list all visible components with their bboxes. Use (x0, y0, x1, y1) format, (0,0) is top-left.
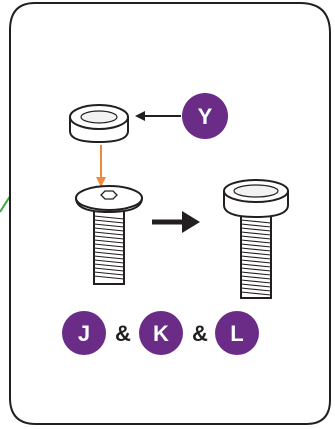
separator-2: & (192, 321, 208, 346)
arrow-right-icon (152, 211, 200, 233)
callout-badge-y: Y (182, 93, 228, 139)
callout-label: Y (198, 104, 213, 129)
part-label-k: K (153, 321, 169, 346)
part-badge-j: J (62, 311, 106, 355)
part-label-l: L (230, 321, 243, 346)
separator-1: & (115, 321, 131, 346)
part-label-j: J (78, 321, 90, 346)
part-badge-k: K (139, 311, 183, 355)
part-badge-l: L (215, 311, 259, 355)
cap-sleeve-icon (69, 104, 129, 144)
screw-capped-icon (223, 179, 289, 299)
screw-socket-head-icon (74, 185, 144, 285)
